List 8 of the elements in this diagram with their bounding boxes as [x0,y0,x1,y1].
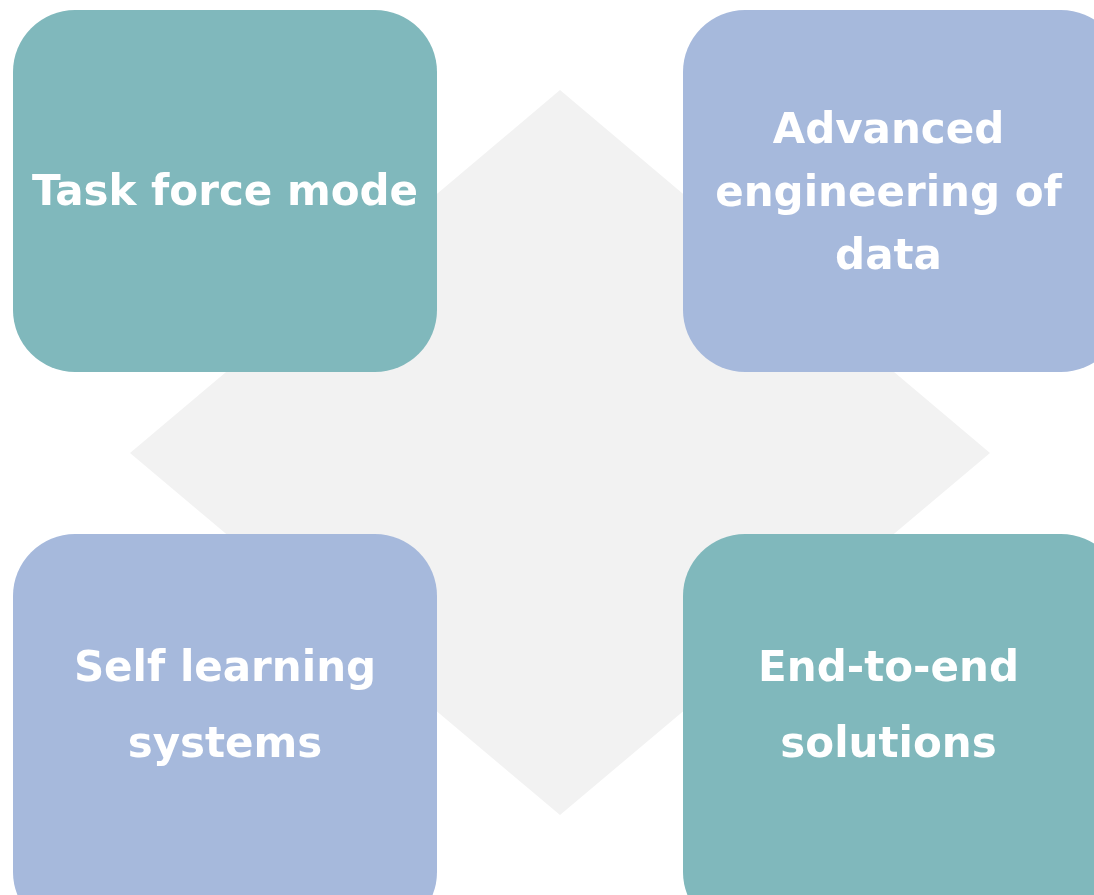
rounded-box [13,10,437,372]
box-label: Task force mode [31,165,419,218]
rounded-box [683,10,1094,372]
box-label: Self learning systems [72,641,378,769]
box-label: End-to-end solutions [757,641,1020,769]
rounded-box [683,534,1094,895]
box-label: Advanced engineering of data [714,102,1063,281]
rounded-box [13,534,437,895]
